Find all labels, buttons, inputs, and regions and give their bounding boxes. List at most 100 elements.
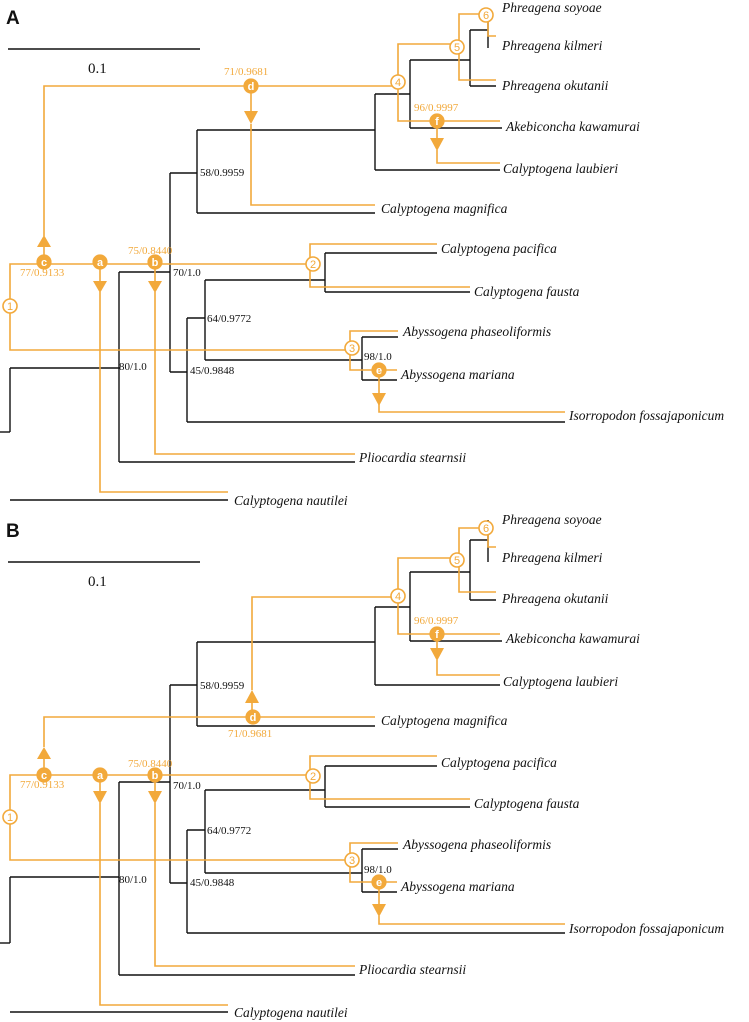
arrow-down-icon — [430, 648, 444, 661]
taxon-label: Akebiconcha kawamurai — [505, 631, 640, 646]
node-circle: 4 — [390, 588, 406, 604]
svg-text:b: b — [152, 770, 159, 782]
node-circle: 4 — [390, 74, 406, 90]
taxon-label: Isorropodon fossajaponicum — [568, 408, 724, 423]
svg-text:c: c — [41, 257, 47, 269]
node-circle: 5 — [449, 39, 465, 55]
taxon-label: Calyptogena fausta — [474, 796, 580, 811]
taxon-label: Abyssogena phaseoliformis — [402, 324, 551, 339]
taxon-label: Pliocardia stearnsii — [358, 450, 466, 465]
event-circle: a — [92, 254, 108, 270]
taxon-label: Abyssogena phaseoliformis — [402, 837, 551, 852]
node-circle: 1 — [2, 298, 18, 314]
taxon-label: Phreagena okutanii — [501, 591, 609, 606]
taxon-label: Abyssogena mariana — [400, 367, 515, 382]
svg-text:5: 5 — [454, 42, 460, 54]
event-support-value: 96/0.9997 — [414, 615, 459, 627]
arrow-down-icon — [244, 111, 258, 124]
scale-label: 0.1 — [88, 61, 107, 77]
event-support-value: 71/0.9681 — [224, 66, 268, 78]
taxon-label: Calyptogena laubieri — [503, 161, 618, 176]
event-circle: f — [429, 626, 445, 642]
support-value: 70/1.0 — [173, 780, 201, 792]
arrow-down-icon — [148, 281, 162, 293]
svg-text:f: f — [435, 629, 439, 641]
event-circle: e — [371, 362, 387, 378]
panel-label-a: A — [6, 8, 20, 29]
event-circle: e — [371, 874, 387, 890]
taxon-label: Isorropodon fossajaponicum — [568, 921, 724, 936]
svg-text:3: 3 — [349, 343, 355, 355]
arrow-up-icon — [37, 747, 51, 759]
svg-text:d: d — [250, 712, 257, 724]
taxon-label: Phreagena kilmeri — [501, 550, 603, 565]
support-value: 98/1.0 — [364, 351, 392, 363]
support-value: 64/0.9772 — [207, 313, 251, 325]
node-circle: 1 — [2, 809, 18, 825]
event-support-value: 77/0.9133 — [20, 779, 65, 791]
taxon-label: Calyptogena pacifica — [441, 755, 557, 770]
taxon-label: Calyptogena nautilei — [234, 493, 348, 508]
svg-text:a: a — [97, 257, 104, 269]
svg-text:5: 5 — [454, 555, 460, 567]
support-value: 80/1.0 — [119, 361, 147, 373]
taxon-label: Calyptogena pacifica — [441, 241, 557, 256]
svg-text:4: 4 — [395, 591, 401, 603]
arrow-down-icon — [372, 393, 386, 406]
svg-text:3: 3 — [349, 855, 355, 867]
event-circle: a — [92, 767, 108, 783]
node-circle: 6 — [478, 7, 494, 23]
node-circle: 3 — [344, 340, 360, 356]
numbered-nodes: 1 2 3 4 5 6 — [2, 520, 494, 868]
support-values: 58/0.9959 70/1.0 64/0.9772 45/0.9848 98/… — [20, 615, 459, 889]
svg-text:4: 4 — [395, 77, 401, 89]
support-value: 58/0.9959 — [200, 680, 245, 692]
taxa-labels: Phreagena soyoae Phreagena kilmeri Phrea… — [234, 0, 724, 508]
svg-text:2: 2 — [310, 771, 316, 783]
support-value: 45/0.9848 — [190, 877, 235, 889]
lettered-nodes: a b c d e f — [36, 78, 445, 378]
arrow-down-icon — [93, 281, 107, 293]
lettered-nodes: a b c d e f — [36, 626, 445, 890]
support-value: 98/1.0 — [364, 864, 392, 876]
arrow-up-icon — [245, 690, 259, 703]
numbered-nodes: 1 2 3 4 5 6 — [2, 7, 494, 356]
node-circle: 5 — [449, 552, 465, 568]
taxon-label: Calyptogena nautilei — [234, 1005, 348, 1020]
event-support-value: 77/0.9133 — [20, 267, 65, 279]
taxon-label: Phreagena soyoae — [501, 512, 602, 527]
arrow-down-icon — [430, 138, 444, 151]
event-circle: b — [147, 254, 163, 270]
event-support-value: 75/0.8440 — [128, 758, 173, 770]
svg-text:a: a — [97, 770, 104, 782]
arrow-down-icon — [93, 791, 107, 804]
event-circle: d — [243, 78, 259, 94]
panel-a: A 0.1 — [0, 0, 724, 508]
taxon-label: Abyssogena mariana — [400, 879, 515, 894]
svg-text:f: f — [435, 116, 439, 128]
support-values: 58/0.9959 70/1.0 64/0.9772 45/0.9848 98/… — [20, 66, 459, 377]
taxon-label: Calyptogena magnifica — [381, 713, 508, 728]
taxon-label: Phreagena kilmeri — [501, 38, 603, 53]
panel-label-b: B — [6, 521, 20, 542]
event-circle: d — [245, 709, 261, 725]
node-circle: 2 — [305, 256, 321, 272]
event-support-value: 96/0.9997 — [414, 102, 459, 114]
node-circle: 3 — [344, 852, 360, 868]
event-circle: b — [147, 767, 163, 783]
svg-text:2: 2 — [310, 259, 316, 271]
node-circle: 6 — [478, 520, 494, 536]
event-support-value: 75/0.8440 — [128, 245, 173, 257]
species-tree — [0, 8, 565, 501]
panel-b: B 0.1 — [0, 512, 724, 1020]
event-support-value: 71/0.9681 — [228, 728, 272, 740]
svg-text:c: c — [41, 770, 47, 782]
svg-text:1: 1 — [7, 812, 13, 824]
taxon-label: Pliocardia stearnsii — [358, 962, 466, 977]
taxa-labels: Phreagena soyoae Phreagena kilmeri Phrea… — [234, 512, 724, 1020]
node-circle: 2 — [305, 768, 321, 784]
taxon-label: Akebiconcha kawamurai — [505, 119, 640, 134]
support-value: 70/1.0 — [173, 267, 201, 279]
event-circle: f — [429, 113, 445, 129]
